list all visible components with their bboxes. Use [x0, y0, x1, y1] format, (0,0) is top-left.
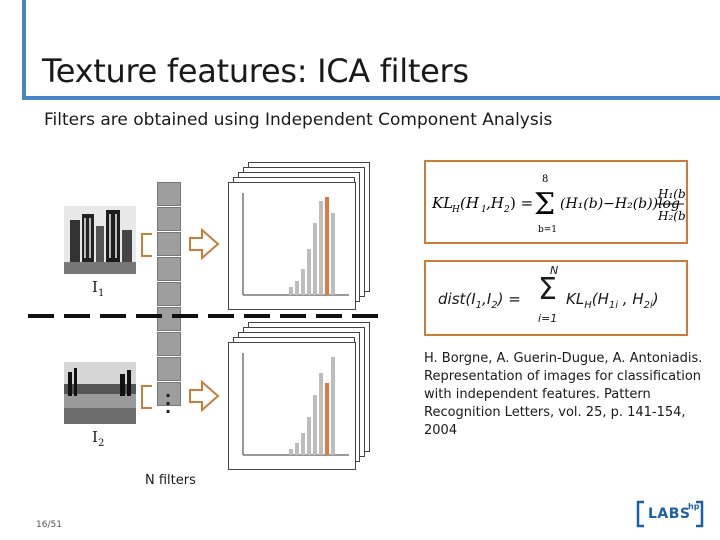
filter-tile [157, 282, 181, 306]
svg-text:H: H [451, 205, 460, 215]
distance-lhs: dist(I1,I2) = [438, 290, 521, 311]
svg-text:(H₁(b)−H₂(b))log: (H₁(b)−H₂(b))log [560, 196, 680, 212]
svg-text:) =: ) = [510, 194, 533, 212]
bracket-icon [141, 233, 152, 257]
reference-line: 2004 [424, 423, 458, 438]
filter-tile [157, 257, 181, 281]
logo-superscript: hp [688, 502, 700, 511]
image-lake-landscape [64, 362, 136, 424]
filter-tile [157, 207, 181, 231]
histogram-front [228, 342, 356, 470]
ellipsis-dots: ··· [165, 386, 172, 421]
sum-upper-limit: N [550, 264, 559, 277]
svg-text:Σ: Σ [534, 187, 555, 222]
distance-formula-box: dist(I1,I2) = Σ N i=1 KLH(H1i , H2i) [424, 260, 688, 336]
filter-tile [157, 357, 181, 381]
svg-text:H₂(b): H₂(b) [657, 209, 686, 223]
arrow-right-icon [189, 379, 220, 413]
logo-text: LABS [648, 506, 691, 522]
reference-line: Recognition Letters, vol. 25, p. 141-154… [424, 405, 686, 420]
labs-logo: LABS hp [636, 500, 704, 528]
filter-tile [157, 182, 181, 206]
distance-rhs: KLH(H1i , H2i) [566, 290, 659, 311]
filter-tile [157, 382, 181, 406]
reference-line: Representation of images for classificat… [424, 369, 702, 384]
reference-line: H. Borgne, A. Guerin-Dugue, A. Antoniadi… [424, 351, 703, 366]
histogram-front [228, 182, 356, 310]
filter-tile [157, 232, 181, 256]
sum-lower-limit: i=1 [538, 312, 558, 325]
title-rule-vertical [22, 0, 26, 100]
kl-formula-box: KL H (H 1 ,H 2 ) = Σ 8 b=1 (H₁(b)−H₂(b))… [424, 160, 691, 244]
svg-text:2: 2 [503, 205, 510, 215]
svg-text:(H: (H [460, 194, 480, 212]
arrow-right-icon [189, 227, 220, 261]
dashed-divider [28, 314, 378, 318]
svg-text:8: 8 [542, 174, 548, 185]
svg-text:KL: KL [431, 194, 453, 212]
reference-line: with independent features. Pattern [424, 387, 651, 402]
top-bar [0, 0, 720, 16]
reference-citation: H. Borgne, A. Guerin-Dugue, A. Antoniadi… [424, 350, 704, 440]
ica-filter-strip [157, 182, 181, 440]
filter-tile [157, 332, 181, 356]
slide-title: Texture features: ICA filters [42, 52, 469, 90]
n-filters-caption: N filters [145, 473, 196, 488]
image-label-1: I1 [92, 278, 105, 299]
svg-text:1: 1 [481, 205, 487, 215]
slide-subtitle: Filters are obtained using Independent C… [44, 110, 553, 130]
page-number: 16/51 [36, 520, 62, 530]
bracket-icon [141, 385, 152, 409]
svg-text:H₁(b): H₁(b) [657, 187, 686, 201]
image-label-2: I2 [92, 428, 105, 449]
sum-sign: Σ [538, 272, 557, 307]
svg-text:,H: ,H [486, 194, 505, 212]
filter-tile [157, 307, 181, 331]
svg-text:b=1: b=1 [538, 225, 557, 235]
image-city-skyline [64, 206, 136, 274]
title-rule-horizontal [22, 96, 720, 100]
